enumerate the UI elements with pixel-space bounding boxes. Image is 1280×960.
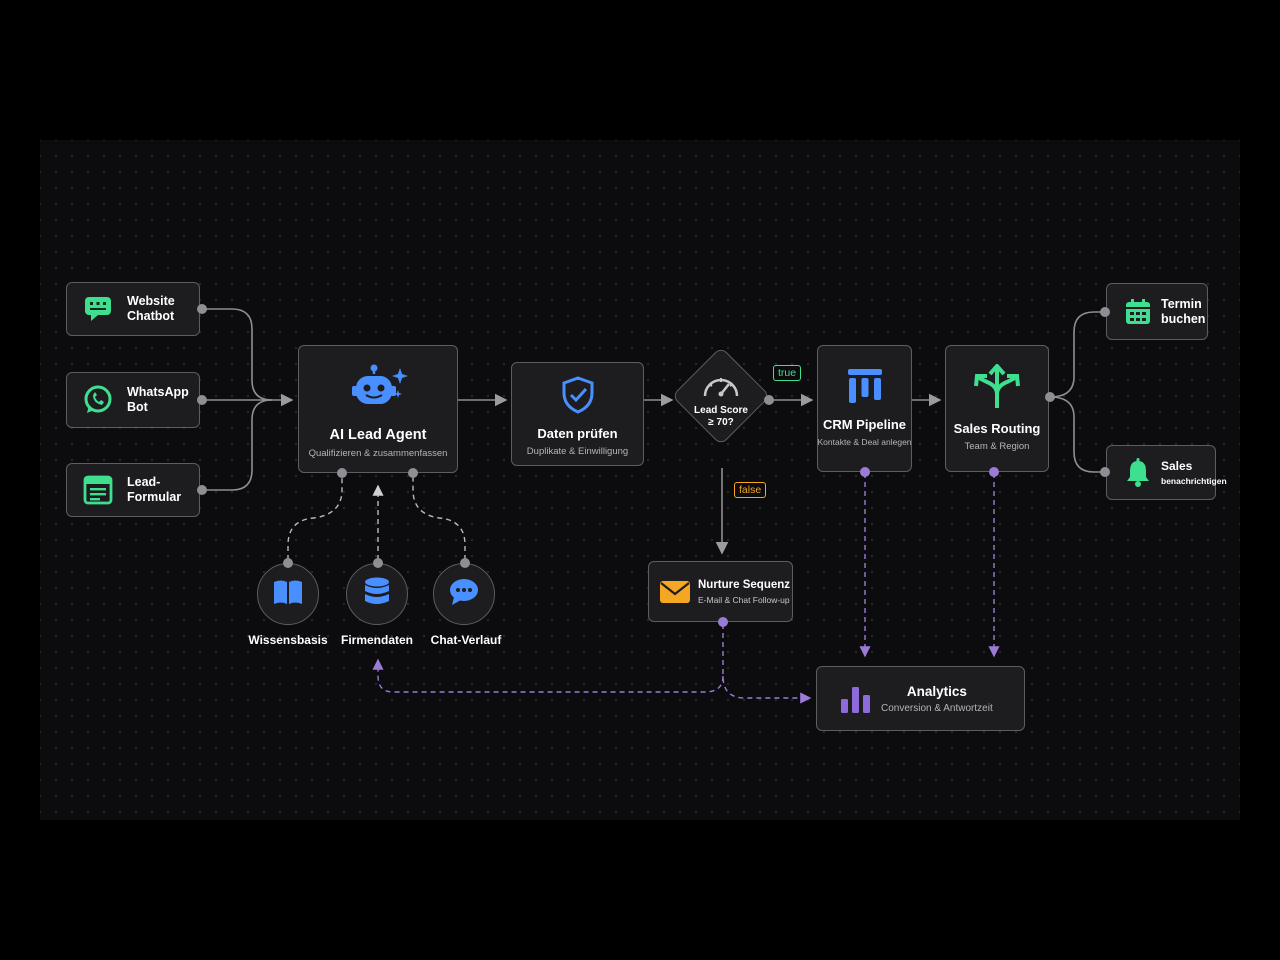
resource-label: Firmendaten	[340, 633, 413, 647]
node-subtitle: Duplikate & Einwilligung	[526, 446, 629, 457]
node-title: AI Lead Agent	[329, 427, 427, 443]
robot-icon	[346, 364, 410, 421]
connector-dot[interactable]	[460, 558, 470, 568]
connector-dot[interactable]	[197, 304, 207, 314]
node-subtitle: Qualifizieren & zusammenfassen	[308, 448, 448, 459]
bar-chart-icon	[839, 682, 873, 716]
resource-firmendaten[interactable]	[346, 563, 408, 625]
output-termin-buchen[interactable]: Termin buchen	[1106, 283, 1208, 340]
whatsapp-icon	[81, 383, 115, 417]
source-label: WhatsApp Bot	[127, 385, 189, 414]
chat-bubble-icon	[81, 292, 115, 326]
connector-dot[interactable]	[1100, 307, 1110, 317]
mail-icon	[659, 575, 691, 609]
pipeline-icon	[845, 366, 885, 411]
source-whatsapp-bot[interactable]: WhatsApp Bot	[66, 372, 200, 428]
daten-pruefen-node[interactable]: Daten prüfen Duplikate & Einwilligung	[511, 362, 644, 466]
decision-content: Lead Score ≥ 70?	[682, 372, 760, 429]
connector-dot[interactable]	[408, 468, 418, 478]
connector-dot[interactable]	[1045, 392, 1055, 402]
output-label: Termin buchen	[1161, 296, 1206, 326]
connector-dot[interactable]	[337, 468, 347, 478]
node-subtitle: E-Mail & Chat Follow-up	[698, 594, 790, 605]
ai-lead-agent-node[interactable]: AI Lead Agent Qualifizieren & zusammenfa…	[298, 345, 458, 473]
false-branch-tag: false	[734, 482, 767, 498]
analytics-node[interactable]: Analytics Conversion & Antwortzeit	[816, 666, 1025, 731]
database-icon	[363, 576, 391, 613]
resource-wissensbasis[interactable]	[257, 563, 319, 625]
output-sales-benachrichtigen[interactable]: Sales benachrichtigen	[1106, 445, 1227, 500]
true-branch-tag: true	[773, 365, 802, 381]
node-title: Nurture Sequenz	[698, 578, 791, 591]
node-title: Analytics	[906, 683, 967, 699]
nurture-sequenz-node[interactable]: Nurture Sequenz E-Mail & Chat Follow-up	[648, 561, 793, 622]
gauge-icon	[700, 372, 742, 405]
form-icon	[81, 473, 115, 507]
decision-label: Lead Score ≥ 70?	[694, 405, 748, 428]
calendar-icon	[1121, 295, 1155, 329]
source-lead-formular[interactable]: Lead- Formular	[66, 463, 200, 517]
connector-dot[interactable]	[718, 617, 728, 627]
book-icon	[272, 578, 304, 611]
chat-icon	[448, 577, 480, 612]
resource-chat-verlauf[interactable]	[433, 563, 495, 625]
node-subtitle: Conversion & Antwortzeit	[881, 702, 993, 714]
resource-label: Wissensbasis	[248, 633, 328, 647]
connector-dot[interactable]	[989, 467, 999, 477]
connector-dot[interactable]	[860, 467, 870, 477]
resource-label: Chat-Verlauf	[430, 633, 502, 647]
output-label: Sales	[1161, 459, 1193, 473]
connector-dot[interactable]	[764, 395, 774, 405]
shield-check-icon	[559, 375, 597, 420]
source-website-chatbot[interactable]: Website Chatbot	[66, 282, 200, 336]
source-label: Website Chatbot	[127, 294, 175, 323]
connector-dot[interactable]	[283, 558, 293, 568]
crm-pipeline-node[interactable]: CRM Pipeline Kontakte & Deal anlegen	[817, 345, 912, 472]
output-sublabel: benachrichtigen	[1161, 476, 1227, 486]
node-title: Daten prüfen	[537, 426, 618, 441]
node-title: CRM Pipeline	[822, 417, 907, 432]
split-arrows-icon	[973, 362, 1021, 415]
sales-routing-node[interactable]: Sales Routing Team & Region	[945, 345, 1049, 472]
connector-dot[interactable]	[1100, 467, 1110, 477]
source-label: Lead- Formular	[127, 475, 182, 504]
connector-dot[interactable]	[197, 485, 207, 495]
connector-dot[interactable]	[197, 395, 207, 405]
canvas	[40, 140, 1240, 820]
node-title: Sales Routing	[953, 421, 1041, 436]
bell-icon	[1121, 456, 1155, 490]
node-subtitle: Team & Region	[964, 441, 1030, 452]
connector-dot[interactable]	[373, 558, 383, 568]
node-subtitle: Kontakte & Deal anlegen	[817, 437, 912, 447]
